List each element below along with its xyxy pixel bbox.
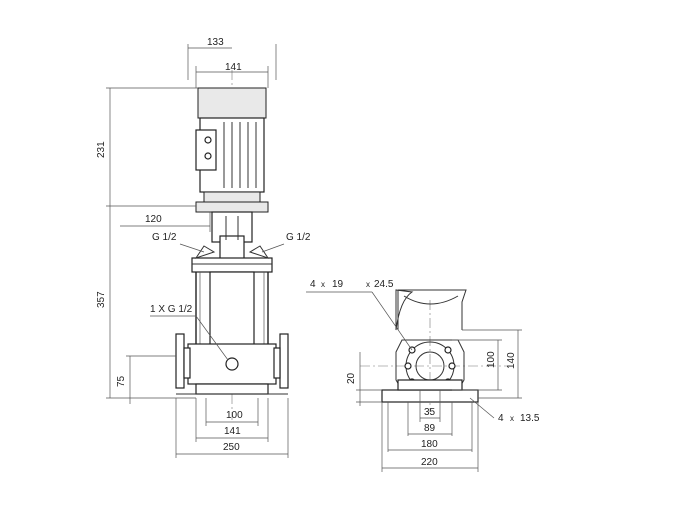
dim-100-front: 100 [205,398,259,426]
dim-133-label: 133 [207,37,224,48]
dim-141-top-label: 141 [225,62,242,73]
dim-250: 250 [175,398,289,458]
pump-head [191,245,273,273]
vent-plug-right-icon [248,245,270,259]
outlet-flange [279,333,289,389]
dim-220-label: 220 [421,457,438,468]
cooling-fins [223,122,257,188]
drain-plug-icon [225,357,239,371]
base-plate [195,383,269,395]
dim-35: 35 [419,390,441,422]
pump-base [175,333,289,395]
dim-140: 140 [462,329,522,399]
adapter-plate [195,201,269,213]
dim-120-label: 120 [145,214,162,225]
dim-100-front-label: 100 [226,410,243,421]
svg-text:x: x [321,280,325,289]
dim-140-label: 140 [506,352,517,369]
vent-label-left: G 1/2 [152,232,205,253]
dim-75-label: 75 [116,375,127,387]
g-half-right-label: G 1/2 [286,232,311,243]
motor-stool [195,201,269,261]
dim-141-bottom: 141 [195,398,269,442]
motor-top-cover [197,87,267,119]
dim-250-label: 250 [223,442,240,453]
dim-357-label: 357 [96,291,107,308]
bolt-hole-icon [404,362,412,370]
dim-89: 89 [407,402,453,436]
dim-75: 75 [116,355,176,404]
dim-141-top: 141 [195,62,269,88]
dim-220: 220 [381,402,479,472]
vent-plug-left-icon [194,245,216,259]
dim-35-label: 35 [424,407,436,418]
dim-120: 120 [120,212,211,232]
svg-text:4: 4 [498,413,504,424]
g-half-left-label: G 1/2 [152,232,177,243]
bolt-hole-icon [448,362,456,370]
dim-180: 180 [387,402,473,452]
svg-text:x: x [366,280,370,289]
pump-head-flange [191,257,273,273]
dim-100-side: 100 [452,339,502,391]
cable-gland-icon [204,152,212,160]
dim-231: 231 [96,87,198,207]
drain-thread-label: 1 X G 1/2 [150,304,193,315]
svg-text:13.5: 13.5 [520,413,540,424]
base-plate [381,389,479,403]
upper-housing [398,289,467,330]
pump-base-view: 4 x 19 x 24.5 100 140 20 [306,279,540,472]
dim-100-side-label: 100 [486,351,497,368]
dim-89-label: 89 [424,423,436,434]
dim-20: 20 [346,352,382,406]
dim-20-label: 20 [346,372,357,384]
dim-357: 357 [96,206,196,399]
pump-front-view: 133 141 231 357 75 [96,37,311,458]
svg-text:24.5: 24.5 [374,279,394,290]
svg-text:4: 4 [310,279,316,290]
bolt-hole-icon [444,346,452,354]
motor-flange [203,191,261,203]
inlet-flange [175,333,185,389]
terminal-box [195,129,217,171]
coupling [219,235,245,261]
dim-133: 133 [187,37,277,80]
svg-text:19: 19 [332,279,344,290]
vent-label-right: G 1/2 [261,232,311,253]
dim-141-bottom-label: 141 [224,426,241,437]
holes-4x13-5-label: 4 x 13.5 [469,397,540,424]
svg-text:x: x [510,414,514,423]
motor [195,87,267,203]
dim-180-label: 180 [421,439,438,450]
dim-231-label: 231 [96,141,107,158]
cable-gland-icon [204,136,212,144]
drain-label: 1 X G 1/2 [150,304,229,361]
holes-4x19-label: 4 x 19 x 24.5 [306,279,413,351]
